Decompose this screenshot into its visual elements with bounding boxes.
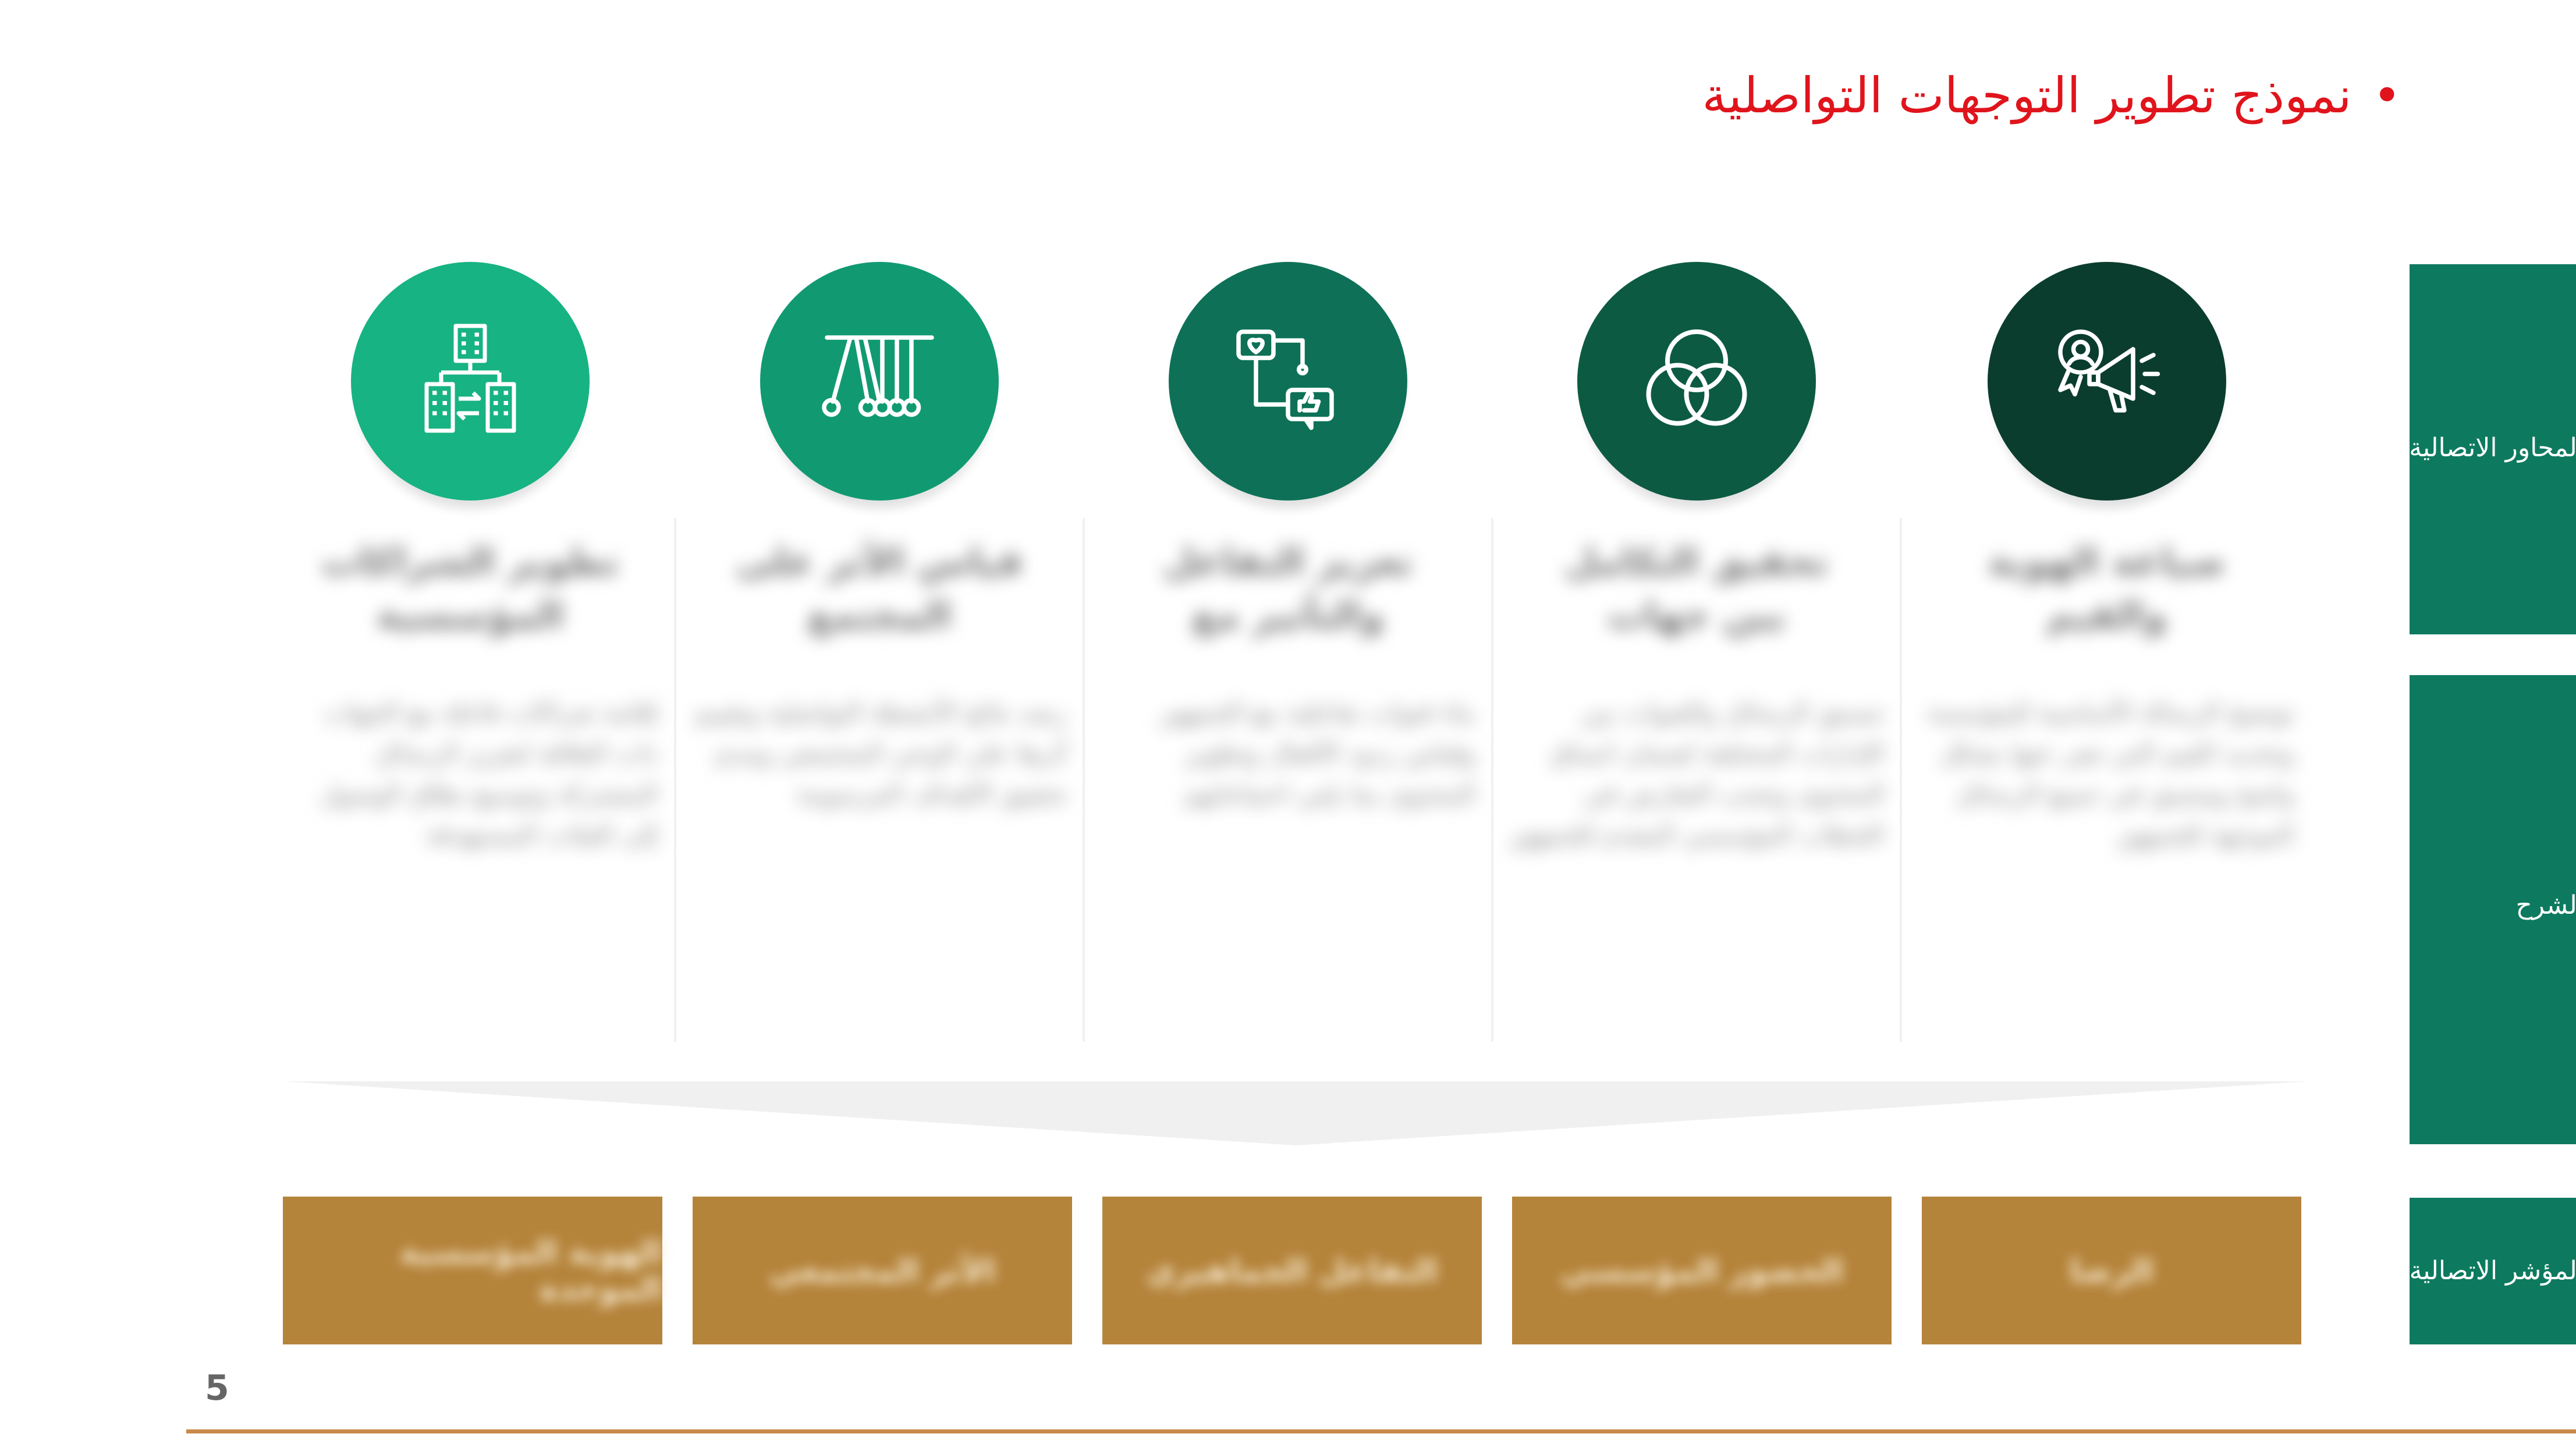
column-description: توضيح الرسالة الأساسية للمؤسسة وتحديد ال… [1927,698,2294,850]
page-number: 5 [205,1368,229,1408]
column-title: صياغة الهوية والقيم المؤسسية [1988,541,2226,637]
column-description: إقامة شراكات فاعلة مع الجهات ذات العلاقة… [320,698,658,850]
three-circles-icon [1646,329,1747,426]
column-divider [674,518,676,1042]
icon-circle [760,262,999,501]
pendulum-icon [821,335,934,417]
column-divider [1083,518,1085,1042]
column-title: تحقيق التكامل بين جهات الاتصال [1564,541,1828,637]
column-title: تطوير الشراكات المؤسسية [321,541,619,637]
column-title: قياس الأثر على المجتمع [736,541,1023,637]
row-label-text: الشرح [2515,890,2576,920]
footer-rule [186,1429,2576,1433]
row-label-axes: المحاور الاتصالية [2409,264,2576,634]
megaphone-award-icon [2057,329,2160,413]
row-label-explanation: الشرح [2410,675,2576,1144]
column-description: تنسيق الرسائل والقنوات بين الإدارات المخ… [1509,698,1884,850]
outcome-box: الرضا [1922,1197,2301,1344]
title-bullet: • [2372,67,2401,124]
column-partnerships: تطوير الشراكات المؤسسية إقامة شراكات فاع… [265,262,675,1036]
slide-title: • نموذج تطوير التوجهات التواصلية [1470,69,2401,122]
icon-circle [1987,262,2226,501]
down-chevron-band [284,1081,2308,1145]
column-title: تعزيز التفاعل والتأثير مع الجمهور [1162,541,1413,637]
outcome-box: التفاعل الجماهيري [1102,1197,1482,1344]
icon-circle [1168,262,1407,501]
row-label-text: المحاور الاتصالية [2409,433,2576,463]
buildings-exchange-icon [424,324,516,433]
column-divider [1491,518,1493,1042]
column-integration: تحقيق التكامل بين جهات الاتصال تنسيق الر… [1491,262,1901,1036]
outcome-box: الهوية المؤسسية الموحدة [283,1197,662,1344]
icon-circle [1577,262,1816,501]
column-identity: صياغة الهوية والقيم المؤسسية توضيح الرسا… [1901,262,2312,1036]
title-text: نموذج تطوير التوجهات التواصلية [1702,67,2352,124]
feedback-loop-icon [1236,329,1334,430]
column-impact: قياس الأثر على المجتمع رصد نتائج الأنشطة… [674,262,1084,1036]
row-label-text: المؤشر الاتصالية [2409,1256,2576,1286]
column-description: رصد نتائج الأنشطة التواصلية وتقييم أثرها… [694,698,1067,809]
outcome-box: الحضور المؤسسي [1512,1197,1892,1344]
column-engagement: تعزيز التفاعل والتأثير مع الجمهور بناء ق… [1083,262,1493,1036]
icon-circle [350,262,590,501]
column-divider [1900,518,1902,1042]
column-description: بناء قنوات تفاعلية مع الجمهور وقياس ردود… [1159,698,1475,809]
row-label-indicators: المؤشر الاتصالية [2410,1198,2576,1344]
outcome-box: الأثر المجتمعي [693,1197,1072,1344]
